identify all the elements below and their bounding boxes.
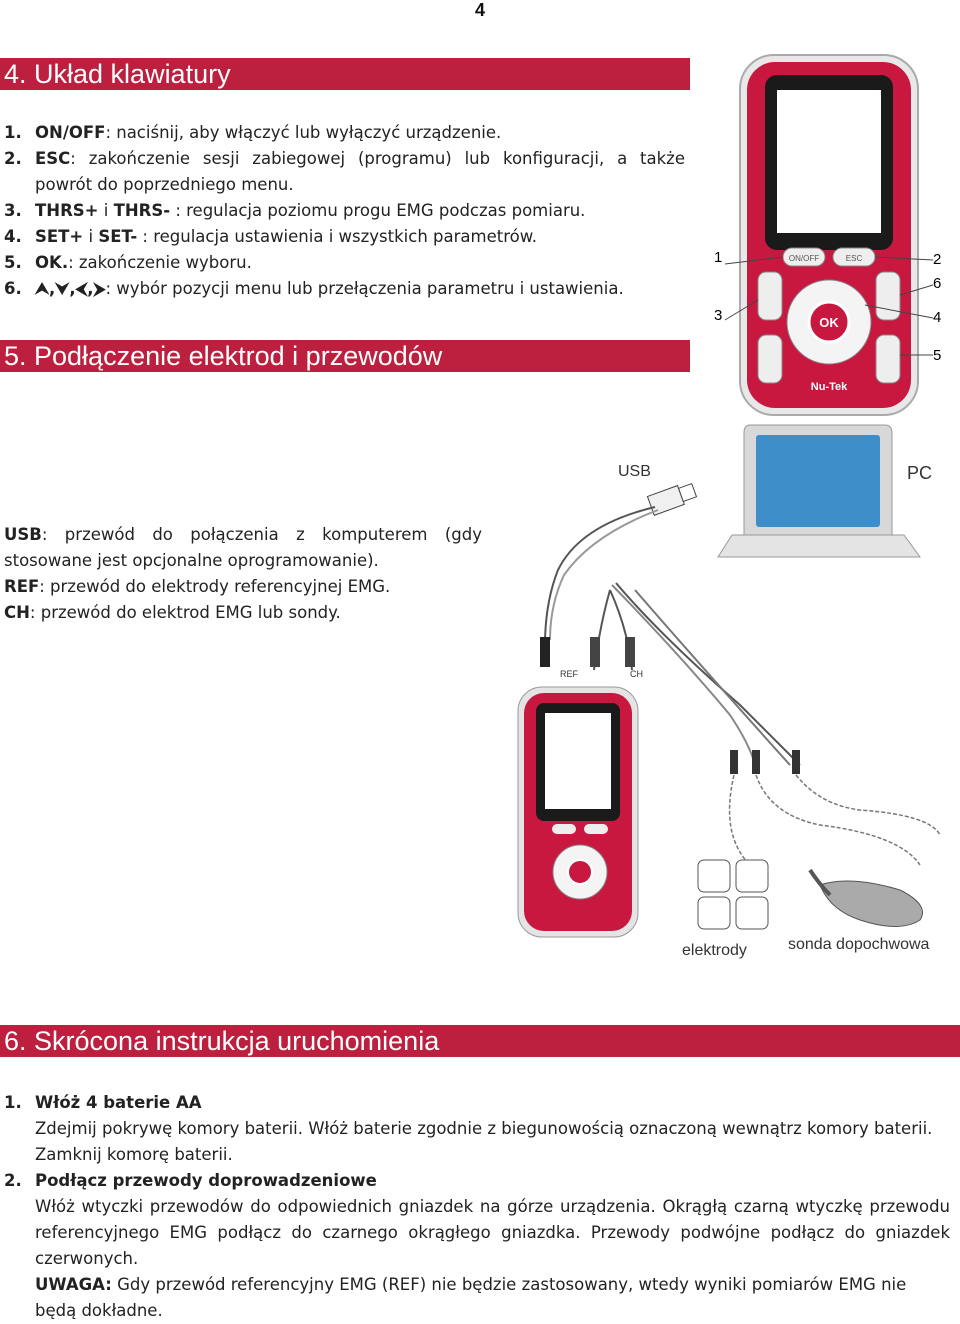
usb-cable [544,506,656,641]
item-text: : naciśnij, aby włączyć lub wyłączyć urz… [105,123,502,142]
svg-text:ON/OFF: ON/OFF [789,254,819,263]
ok-button [807,300,851,344]
section-5-heading: 5. Podłączenie elektrod i przewodów [0,340,690,372]
device-keypad-figure: ON/OFF ESC OK Nu-Tek 1 3 2 6 4 5 [714,54,941,416]
step-number: 1. [4,1093,22,1112]
step-2: 2. Podłącz przewody doprowadzeniowe Włóż… [0,1168,950,1324]
set-plus-button [875,271,901,321]
item-number: 4. [4,227,22,246]
section-6-content: 1. Włóż 4 baterie AA Zdejmij pokrywę kom… [0,1090,950,1324]
callout-line [874,256,934,261]
item-number: 5. [4,253,22,272]
item-text: : zakończenie wyboru. [68,253,252,272]
key-name: OK. [35,253,69,272]
svg-text:OK: OK [819,315,839,330]
list-item: 3. THRS+ i THRS- : regulacja poziomu prog… [0,198,700,224]
thrs-minus-button [757,334,783,384]
connection-figure: PC USB REF CH elektrody [517,424,941,959]
section-5-text: USB: przewód do połączenia z komputerem … [4,522,482,626]
ch-description: CH: przewód do elektrod EMG lub sondy. [4,603,341,622]
key-name: SET+ [35,227,84,246]
ref-label: REF [560,669,579,679]
thrs-plus-button [757,271,783,321]
device-screen [777,90,881,233]
electrodes-label: elektrody [682,942,747,959]
key-name: THRS- [113,201,171,220]
callout-line [864,304,934,319]
brand-logo: Nu-Tek [811,381,848,393]
page-number: 4 [474,0,485,20]
callout-5: 5 [933,347,941,364]
callout-line [899,284,934,296]
item-number: 6. [4,279,22,298]
step-text: Zdejmij pokrywę komory baterii. Włóż bat… [35,1119,933,1164]
section-4-heading: 4. Układ klawiatury [0,58,690,90]
callout-1: 1 [714,249,722,266]
item-number: 1. [4,123,22,142]
step-title: Włóż 4 baterie AA [35,1093,202,1112]
set-minus-button [875,334,901,384]
list-item: 4. SET+ i SET- : regulacja ustawienia i w… [0,224,700,250]
ref-description: REF: przewód do elektrody referencyjnej … [4,577,391,596]
ref-plug [540,637,550,667]
arrow-keys-icon: ⮝,⮟,⮜,⮞ [35,279,106,298]
electrodes-icon [697,859,769,930]
step-1: 1. Włóż 4 baterie AA Zdejmij pokrywę kom… [0,1090,950,1168]
probe-icon [808,868,923,927]
item-text: i [83,227,99,246]
callout-3: 3 [714,307,722,324]
section-6-heading: 6. Skrócona instrukcja uruchomienia [0,1025,960,1057]
item-text: : zakończenie sesji zabiegowej (programu… [35,149,685,194]
step-number: 2. [4,1171,22,1190]
svg-text:ESC: ESC [846,254,863,263]
section-4-list: 1. ON/OFF: naciśnij, aby włączyć lub wyłą… [0,120,700,302]
callout-6: 6 [933,275,941,292]
list-item: 6. ⮝,⮟,⮜,⮞: wybór pozycji menu lub przełą… [0,276,700,302]
warning-note: UWAGA: Gdy przewód referencyjny EMG (REF… [35,1275,907,1320]
step-text: Włóż wtyczki przewodów do odpowiednich g… [35,1197,950,1268]
callout-4: 4 [933,309,941,326]
key-name: ON/OFF [35,123,106,142]
item-text: : regulacja poziomu progu EMG podczas po… [170,201,586,220]
key-name: ESC [35,149,71,168]
item-text: : regulacja ustawienia i wszystkich para… [137,227,537,246]
list-item: 5. OK.: zakończenie wyboru. [0,250,700,276]
usb-plug-icon [646,482,698,516]
pc-label: PC [907,463,932,483]
ch-label: CH [630,669,643,679]
item-text: : wybór pozycji menu lub przełączenia pa… [105,279,624,298]
key-name: SET- [98,227,138,246]
list-item: 1. ON/OFF: naciśnij, aby włączyć lub wyłą… [0,120,700,146]
item-number: 3. [4,201,22,220]
list-item: 2. ESC: zakończenie sesji zabiegowej (pro… [0,146,685,198]
callout-2: 2 [933,251,941,268]
item-number: 2. [4,149,22,168]
device-small-icon [517,686,639,938]
usb-label: USB [618,463,651,480]
callout-line [724,256,784,265]
key-name: THRS+ [35,201,99,220]
laptop-icon [717,424,921,558]
step-title: Podłącz przewody doprowadzeniowe [35,1171,377,1190]
usb-description: USB: przewód do połączenia z komputerem … [4,525,482,570]
ch-plug [590,637,600,667]
callout-line [724,299,759,321]
item-text: i [98,201,114,220]
probe-label: sonda dopochwowa [788,936,930,953]
